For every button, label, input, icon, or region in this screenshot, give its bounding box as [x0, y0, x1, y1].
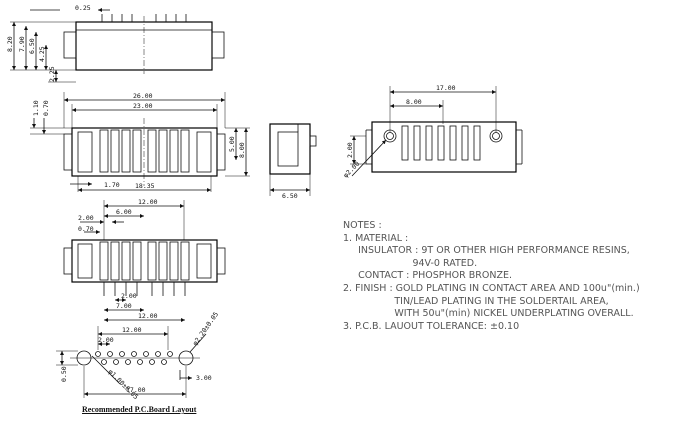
dim-26-00: 26.00 [133, 92, 153, 100]
dim-7-00-b: 7.00 [116, 302, 132, 310]
notes-line: WITH 50u"(min) NICKEL UNDERPLATING OVERA… [343, 308, 634, 320]
dim-17-00-pcb: 17.00 [126, 386, 146, 394]
dim-3-00-pcb: 3.00 [196, 374, 212, 382]
dim-0-70-b: 0.70 [78, 225, 94, 233]
side-top-view: 0.25 8.20 7.90 6.50 4.25 2.25 [6, 4, 225, 83]
top-right-view: 17.00 8.00 2.00 φ2.00 [342, 84, 523, 179]
dim-2-00-pcb: 2.00 [98, 336, 114, 344]
pcb-layout-caption: Recommended P.C.Board Layout [82, 405, 197, 414]
dim-hole-small: φ1.00±0.05 [107, 368, 140, 401]
notes-line: INSULATOR : 9T OR OTHER HIGH PERFORMANCE… [343, 245, 630, 257]
dim-8-00: 8.00 [238, 142, 246, 158]
dim-2-25: 2.25 [48, 66, 56, 82]
dim-6-50: 6.50 [28, 38, 36, 54]
dim-1-10: 1.10 [32, 100, 40, 116]
front-view: 26.00 23.00 1.10 0.70 5.00 8.00 [30, 92, 250, 192]
dim-23-00: 23.00 [133, 102, 153, 110]
dim-12-00-b2: 12.00 [138, 312, 158, 320]
dim-6-00-b: 6.00 [116, 208, 132, 216]
dim-hole-large: φ2.20±0.05 [191, 310, 220, 347]
dim-8-00-top: 8.00 [406, 98, 422, 106]
notes-line: 2. FINISH : GOLD PLATING IN CONTACT AREA… [343, 282, 640, 294]
dim-0-25: 0.25 [75, 4, 91, 12]
dim-2-00-b: 2.00 [78, 214, 94, 222]
notes-line: 1. MATERIAL : [343, 232, 409, 244]
dim-12-00-pcb: 12.00 [122, 326, 142, 334]
dim-4-25: 4.25 [38, 46, 46, 62]
end-view: 6.50 [269, 123, 317, 200]
pcb-layout: 12.00 2.00 φ1.00±0.05 φ2.20±0.05 0.50 3.… [56, 310, 220, 401]
dim-12-00-b: 12.00 [138, 198, 158, 206]
dim-0-50-pcb: 0.50 [60, 366, 68, 382]
notes-line: 3. P.C.B. LAUOUT TOLERANCE: ±0.10 [343, 320, 520, 332]
notes-block: NOTES : 1. MATERIAL : INSULATOR : 9T OR … [343, 220, 693, 333]
dim-5-00: 5.00 [228, 136, 236, 152]
dim-18-35: 18.35 [135, 182, 155, 190]
dim-7-90: 7.90 [18, 36, 26, 52]
notes-line: TIN/LEAD PLATING IN THE SOLDERTAIL AREA, [343, 295, 609, 307]
dim-2-00-b2: 2.00 [121, 292, 137, 300]
dim-1-70: 1.70 [104, 181, 120, 189]
notes-line: 94V-0 RATED. [343, 257, 478, 269]
dim-0-70: 0.70 [42, 100, 50, 116]
dim-2-00-top: 2.00 [346, 142, 354, 158]
dim-8-20: 8.20 [6, 36, 14, 52]
notes-line: CONTACT : PHOSPHOR BRONZE. [343, 270, 512, 282]
dim-6-50-end: 6.50 [282, 192, 298, 200]
notes-title: NOTES : [343, 220, 382, 231]
bottom-view: 12.00 6.00 2.00 0.70 2.00 7.00 12.0 [63, 198, 226, 322]
dim-17-00-top: 17.00 [436, 84, 456, 92]
